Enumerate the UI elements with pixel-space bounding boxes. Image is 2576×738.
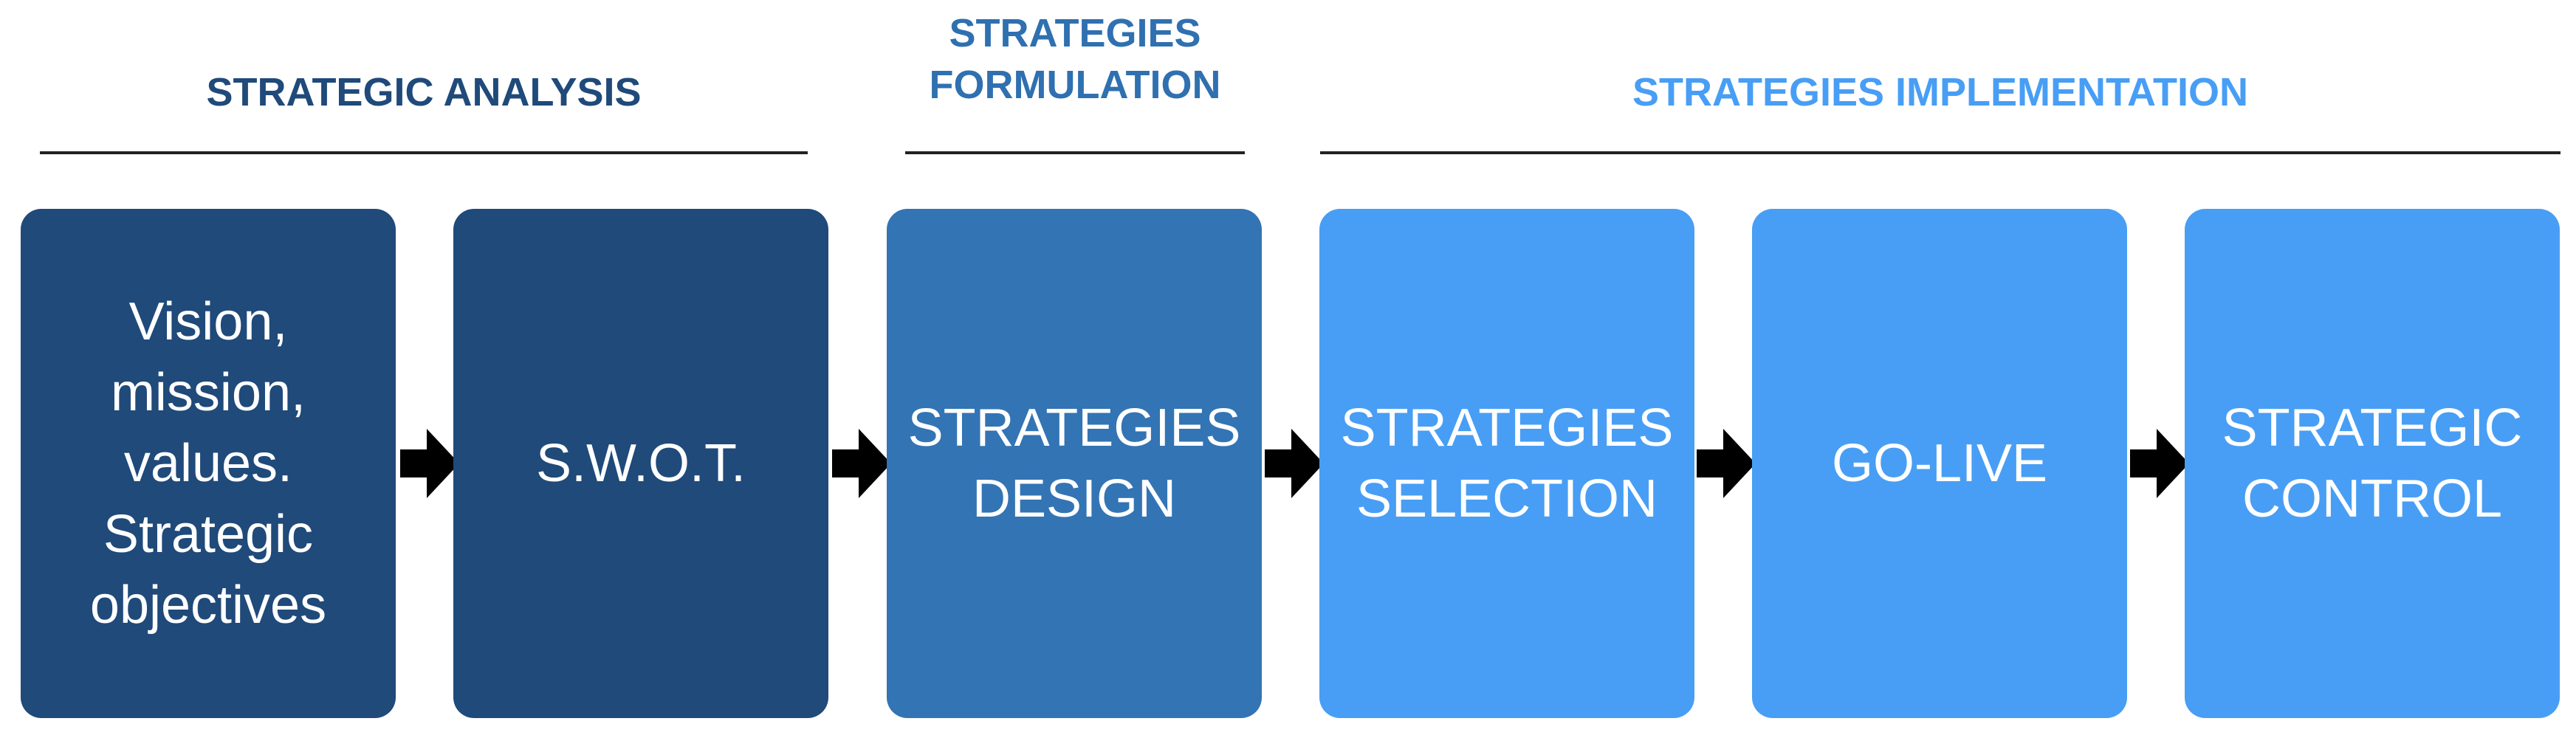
- step-box-vision-mission: Vision, mission, values. Strategic objec…: [21, 209, 396, 718]
- phase-title-strategies-implementation: STRATEGIES IMPLEMENTATION: [1632, 70, 2248, 114]
- step-box-strategies-design: STRATEGIES DESIGN: [887, 209, 1262, 718]
- step-box-go-live: GO-LIVE: [1752, 209, 2127, 718]
- step-label: GO-LIVE: [1831, 434, 2048, 493]
- arrow-right-icon: [400, 429, 459, 498]
- phase-divider-strategies-formulation: [905, 151, 1245, 154]
- arrow-right-icon: [1697, 429, 1756, 498]
- step-label: STRATEGIES DESIGN: [907, 399, 1241, 528]
- step-label: Vision, mission, values. Strategic objec…: [89, 292, 327, 635]
- arrow-right-icon: [2130, 429, 2189, 498]
- arrow-right-icon: [832, 429, 891, 498]
- phase-title-strategic-analysis: STRATEGIC ANALYSIS: [206, 70, 642, 114]
- step-label: STRATEGIES SELECTION: [1340, 399, 1674, 528]
- phase-divider-strategic-analysis: [40, 151, 808, 154]
- step-box-strategic-control: STRATEGIC CONTROL: [2185, 209, 2560, 718]
- step-box-swot: S.W.O.T.: [453, 209, 828, 718]
- step-label: STRATEGIC CONTROL: [2222, 399, 2523, 528]
- step-label: S.W.O.T.: [535, 434, 746, 493]
- step-box-strategies-selection: STRATEGIES SELECTION: [1319, 209, 1694, 718]
- phase-divider-strategies-implementation: [1320, 151, 2560, 154]
- phase-title-strategies-formulation: STRATEGIES FORMULATION: [929, 11, 1221, 107]
- arrow-right-icon: [1265, 429, 1324, 498]
